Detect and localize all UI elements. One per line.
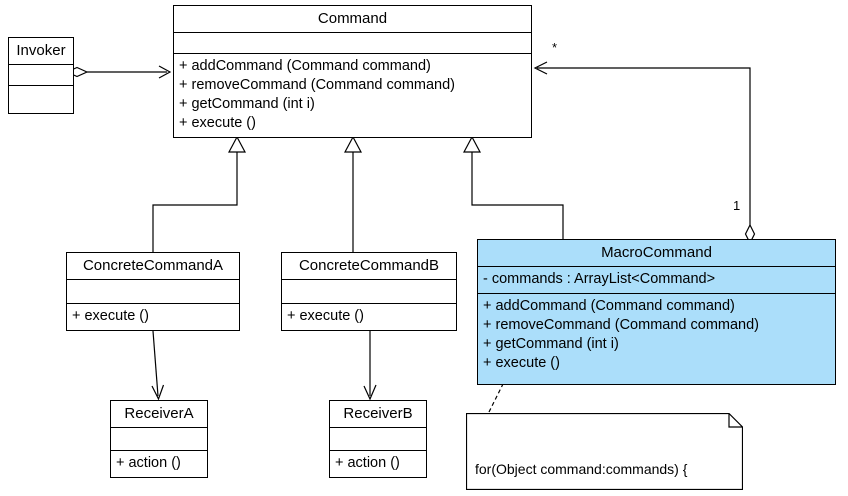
operation: + removeCommand (Command command)	[179, 77, 455, 93]
edge-generalization-concretecommanda	[152, 135, 246, 252]
multiplicity-one: 1	[733, 198, 741, 213]
class-concrete-command-a-name: ConcreteCommandA	[82, 257, 224, 274]
class-receiver-b-attributes	[330, 428, 426, 450]
edge-generalization-concretecommandb	[344, 135, 362, 252]
operation: + execute ()	[287, 308, 364, 324]
class-receiver-b-name: ReceiverB	[343, 405, 413, 422]
divider	[330, 450, 426, 451]
class-concrete-command-b[interactable]: ConcreteCommandB + execute ()	[281, 252, 457, 331]
class-receiver-a[interactable]: ReceiverA + action ()	[110, 400, 208, 478]
operation: + action ()	[335, 455, 400, 471]
class-receiver-b-operations: + action ()	[330, 451, 426, 477]
class-macro-command-attributes: - commands : ArrayList<Command>	[478, 267, 835, 293]
operation: + addCommand (Command command)	[179, 58, 431, 74]
divider	[174, 32, 531, 33]
multiplicity-star: *	[552, 40, 558, 55]
operation: + execute ()	[72, 308, 149, 324]
class-command[interactable]: Command + addCommand (Command command) +…	[173, 5, 532, 138]
class-concrete-command-b-operations: + execute ()	[282, 304, 456, 330]
class-concrete-command-a-attributes	[67, 280, 239, 303]
divider	[9, 64, 73, 65]
class-macro-command[interactable]: MacroCommand - commands : ArrayList<Comm…	[477, 239, 836, 385]
class-concrete-command-a-operations: + execute ()	[67, 304, 239, 330]
class-macro-command-name: MacroCommand	[601, 244, 712, 261]
class-concrete-command-b-name: ConcreteCommandB	[298, 257, 440, 274]
class-invoker-operations	[9, 86, 73, 113]
edge-concretecommandb-receiverb	[363, 331, 377, 401]
note-anchor-line	[488, 383, 504, 413]
divider	[111, 450, 207, 451]
operation: + getCommand (int i)	[483, 336, 619, 352]
divider	[67, 279, 239, 280]
operation: + execute ()	[179, 115, 256, 131]
divider	[478, 266, 835, 267]
edge-concretecommanda-receivera	[151, 330, 165, 401]
class-receiver-b[interactable]: ReceiverB + action ()	[329, 400, 427, 478]
class-concrete-command-b-attributes	[282, 280, 456, 303]
divider	[111, 427, 207, 428]
class-macro-command-operations: + addCommand (Command command) + removeC…	[478, 294, 835, 377]
class-invoker-attributes	[9, 65, 73, 85]
divider	[282, 279, 456, 280]
operation: + getCommand (int i)	[179, 96, 315, 112]
edge-generalization-macrocommand	[463, 135, 564, 239]
class-receiver-a-operations: + action ()	[111, 451, 207, 477]
divider	[478, 293, 835, 294]
note-comment[interactable]: for(Object command:commands) { ((Object)…	[466, 413, 743, 490]
class-invoker[interactable]: Invoker	[8, 37, 74, 114]
operation: + action ()	[116, 455, 181, 471]
divider	[330, 427, 426, 428]
attribute: - commands : ArrayList<Command>	[483, 271, 716, 287]
divider	[174, 53, 531, 54]
note-text-body: for(Object command:commands) { ((Object)…	[466, 413, 743, 496]
divider	[282, 303, 456, 304]
operation: + addCommand (Command command)	[483, 298, 735, 314]
note-line-1: for(Object command:commands) {	[475, 461, 688, 477]
divider	[9, 85, 73, 86]
class-concrete-command-a[interactable]: ConcreteCommandA + execute ()	[66, 252, 240, 331]
class-command-name: Command	[317, 10, 388, 27]
operation: + execute ()	[483, 355, 560, 371]
operation: + removeCommand (Command command)	[483, 317, 759, 333]
class-command-attributes	[174, 33, 531, 53]
class-receiver-a-attributes	[111, 428, 207, 450]
edge-macrocommand-command	[533, 61, 756, 245]
edge-invoker-command	[65, 65, 172, 79]
class-command-operations: + addCommand (Command command) + removeC…	[174, 54, 531, 137]
class-receiver-a-name: ReceiverA	[124, 405, 194, 422]
divider	[67, 303, 239, 304]
class-invoker-name: Invoker	[16, 42, 66, 59]
note-shape	[466, 413, 743, 490]
